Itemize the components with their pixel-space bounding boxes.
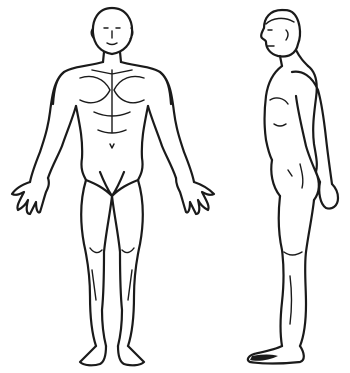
side-hand — [319, 182, 338, 209]
side-foot-shadow — [250, 355, 278, 361]
side-face — [266, 18, 294, 46]
front-left-arm — [30, 72, 76, 182]
side-chest — [270, 98, 288, 126]
side-leg — [279, 196, 314, 346]
front-right-foot — [118, 346, 144, 365]
front-left-foot — [80, 346, 106, 365]
front-right-arm — [148, 72, 194, 182]
side-hip — [271, 160, 319, 200]
side-hip-detail — [288, 164, 303, 188]
front-right-hand — [176, 178, 214, 214]
front-pelvis — [86, 172, 138, 196]
front-body-figure — [12, 8, 214, 365]
side-body-figure — [248, 10, 338, 364]
front-left-leg — [81, 180, 112, 346]
side-knee — [284, 252, 302, 324]
front-face — [104, 28, 120, 45]
front-chest — [80, 70, 144, 132]
front-left-hand — [12, 178, 49, 214]
front-right-leg — [112, 180, 143, 346]
side-head — [261, 10, 300, 57]
side-arm — [292, 72, 332, 184]
side-foot — [248, 346, 304, 364]
front-knees — [90, 248, 134, 300]
